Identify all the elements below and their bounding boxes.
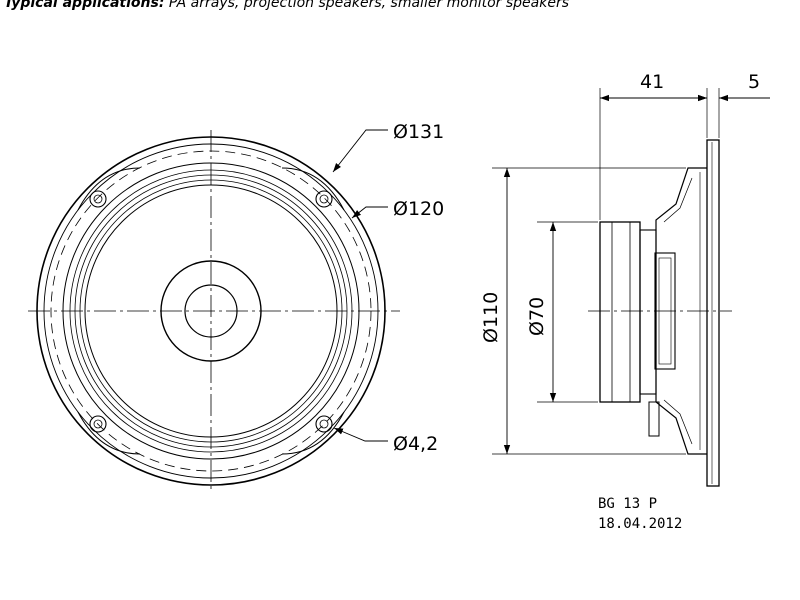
hole-label: Ø4,2 [393,433,438,455]
side-view [492,88,770,487]
magnet-body [599,221,641,403]
header-label: Typical applications: [4,0,165,11]
frame-rim-circle [43,143,379,479]
outer-diameter-label: Ø131 [393,121,444,143]
header-text: Typical applications: PA arrays, project… [4,0,569,11]
mounting-tab-top-right [281,167,345,211]
surround-circle-4 [79,179,343,443]
mounting-hole-top-right [315,190,333,208]
hole-pitch-circle [50,150,372,472]
surround-circle-3 [74,174,348,448]
magnet-diameter-label: Ø70 [526,297,548,336]
header-applications: PA arrays, projection speakers, smaller … [164,0,570,11]
terminal [648,401,660,437]
flange-plate [706,139,720,487]
mounting-tab-bottom-right [281,411,345,455]
mounting-tab-bottom-left [77,411,141,455]
leader-outer-diameter [332,129,388,173]
model-name: BG 13 P [598,496,657,512]
mounting-hole-bottom-left [89,415,107,433]
mounting-tab-top-left [77,167,141,211]
outer-frame-circle [36,136,386,486]
depth-label: 41 [640,71,664,93]
cone-edge-circle [84,184,338,438]
hole-circle-label: Ø120 [393,198,444,220]
surround-outer-circle [62,162,360,460]
basket-window [654,252,676,370]
surround-circle-2 [69,169,353,453]
dust-cap-outer-circle [160,260,262,362]
front-view [28,129,400,492]
leader-hole [333,427,388,442]
model-date: 18.04.2012 [598,516,682,532]
mounting-hole-top-left [89,190,107,208]
dust-cap-inner-circle [184,284,238,338]
top-plate [639,229,657,395]
mounting-hole-bottom-right [315,415,333,433]
basket-diameter-label: Ø110 [480,292,502,343]
flange-label: 5 [748,71,760,93]
leader-hole-circle [351,206,388,219]
